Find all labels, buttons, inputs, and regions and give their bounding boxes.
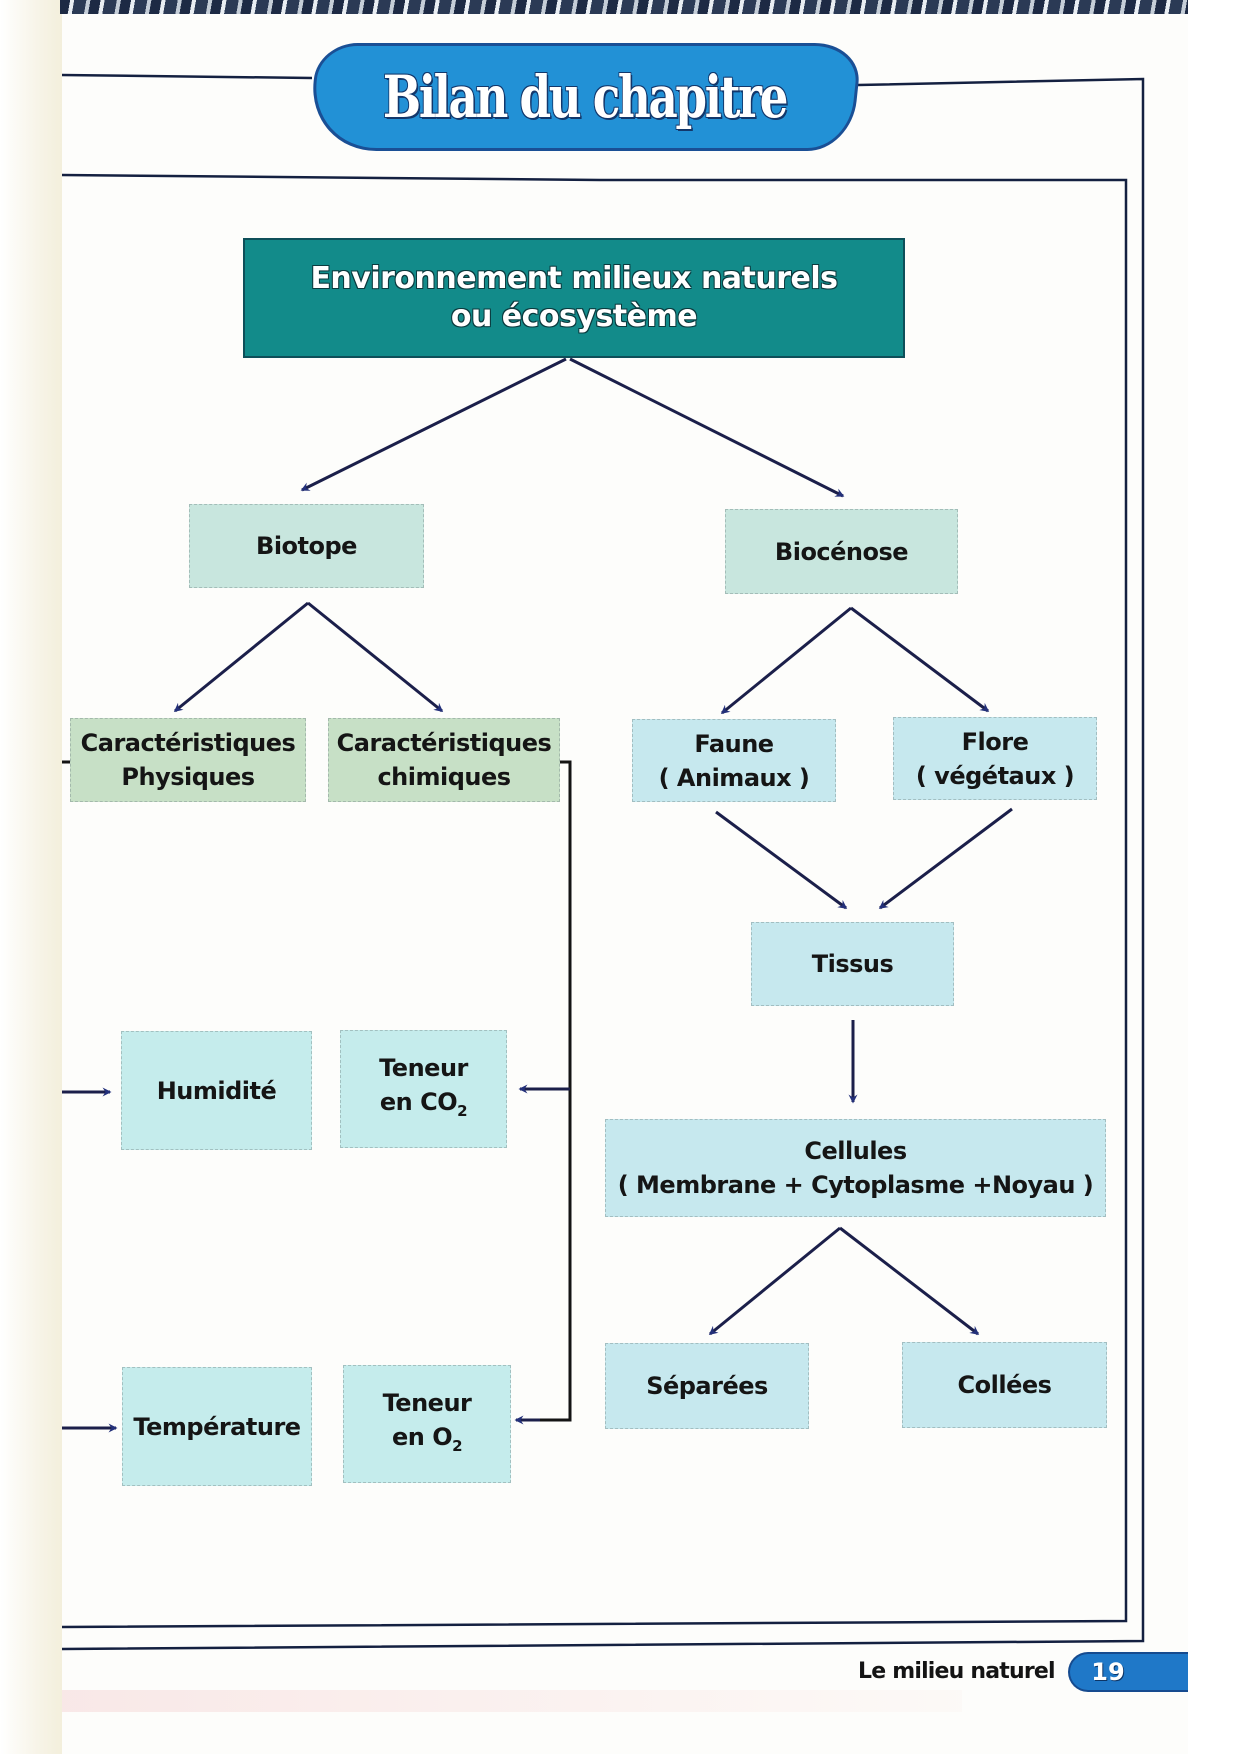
node-teneur-o2-formula: en O: [391, 1422, 453, 1451]
footer-chapter-label: Le milieu naturel: [858, 1659, 1056, 1684]
node-temperature: Température: [122, 1367, 312, 1486]
node-faune: Faune ( Animaux ): [632, 719, 836, 802]
page-number: 19: [1091, 1658, 1125, 1686]
arrow-biocenose-to-flore: [850, 606, 990, 713]
arrow-root-to-biotope: [300, 357, 567, 492]
page-title: Bilan du chapitre: [382, 63, 788, 131]
node-biocenose-label: Biocénose: [774, 537, 909, 566]
node-faune-line2: ( Animaux ): [658, 763, 810, 792]
arrow-biotope-to-chimiques: [307, 601, 444, 713]
node-carac-chimiques-line1: Caractéristiques: [336, 729, 552, 757]
node-teneur-co2-line1: Teneur: [379, 1053, 468, 1082]
node-flore-line1: Flore: [961, 727, 1029, 756]
right-page-margin: [1188, 0, 1240, 1754]
node-carac-physiques-line1: Caractéristiques: [80, 729, 296, 757]
node-biotope-label: Biotope: [256, 532, 357, 560]
node-biocenose: Biocénose: [725, 509, 958, 594]
node-tissus: Tissus: [751, 922, 954, 1006]
node-environnement-line1: Environnement milieux naturels: [310, 261, 838, 296]
node-teneur-o2-line1: Teneur: [382, 1388, 472, 1417]
node-separees: Séparées: [605, 1343, 809, 1429]
arrow-cellules-to-separees: [708, 1226, 841, 1336]
node-biotope: Biotope: [189, 504, 424, 588]
node-teneur-co2: Teneur en CO2: [340, 1030, 507, 1148]
node-carac-physiques: Caractéristiques Physiques: [70, 718, 306, 802]
node-carac-physiques-line2: Physiques: [121, 763, 255, 791]
page-gutter-shade: [0, 0, 62, 1754]
node-environnement-line2: ou écosystème: [450, 299, 698, 334]
arrow-root-to-biocenose: [569, 357, 845, 498]
node-carac-chimiques: Caractéristiques chimiques: [328, 718, 560, 802]
page-number-badge: [1068, 1652, 1188, 1692]
node-tissus-label: Tissus: [811, 950, 894, 978]
arrow-cellules-to-collees: [839, 1226, 980, 1336]
arrow-biotope-to-physiques: [173, 601, 309, 713]
node-cellules-line1: Cellules: [804, 1137, 907, 1165]
node-teneur-o2-subscript: 2: [452, 1436, 463, 1455]
node-cellules: Cellules ( Membrane + Cytoplasme +Noyau …: [605, 1119, 1106, 1217]
node-humidite-label: Humidité: [156, 1076, 277, 1105]
bottom-bleed-shade: [62, 1690, 962, 1712]
node-collees-label: Collées: [957, 1371, 1052, 1399]
bracket-chimiques: [526, 760, 572, 1422]
node-humidite: Humidité: [121, 1031, 312, 1150]
arrow-flore-to-tissus: [878, 807, 1013, 910]
node-separees-label: Séparées: [646, 1372, 768, 1400]
node-teneur-co2-formula: en CO: [379, 1087, 458, 1116]
arrow-biocenose-to-faune: [720, 606, 852, 715]
page-frame: [61, 73, 1145, 1651]
node-collees: Collées: [902, 1342, 1107, 1428]
node-teneur-co2-subscript: 2: [457, 1101, 468, 1120]
node-flore: Flore ( végétaux ): [893, 717, 1097, 800]
node-cellules-line2: ( Membrane + Cytoplasme +Noyau ): [617, 1171, 1094, 1199]
node-teneur-o2-line2: en O2: [391, 1420, 463, 1463]
node-environnement: Environnement milieux naturels ou écosys…: [243, 238, 905, 358]
node-temperature-label: Température: [133, 1412, 301, 1441]
node-teneur-o2: Teneur en O2: [343, 1365, 511, 1483]
node-carac-chimiques-line2: chimiques: [377, 763, 511, 791]
node-teneur-co2-line2: en CO2: [379, 1085, 468, 1128]
top-photo-band: [60, 0, 1188, 14]
arrow-faune-to-tissus: [715, 810, 848, 910]
node-faune-line1: Faune: [694, 729, 774, 758]
node-flore-line2: ( végétaux ): [915, 761, 1075, 790]
